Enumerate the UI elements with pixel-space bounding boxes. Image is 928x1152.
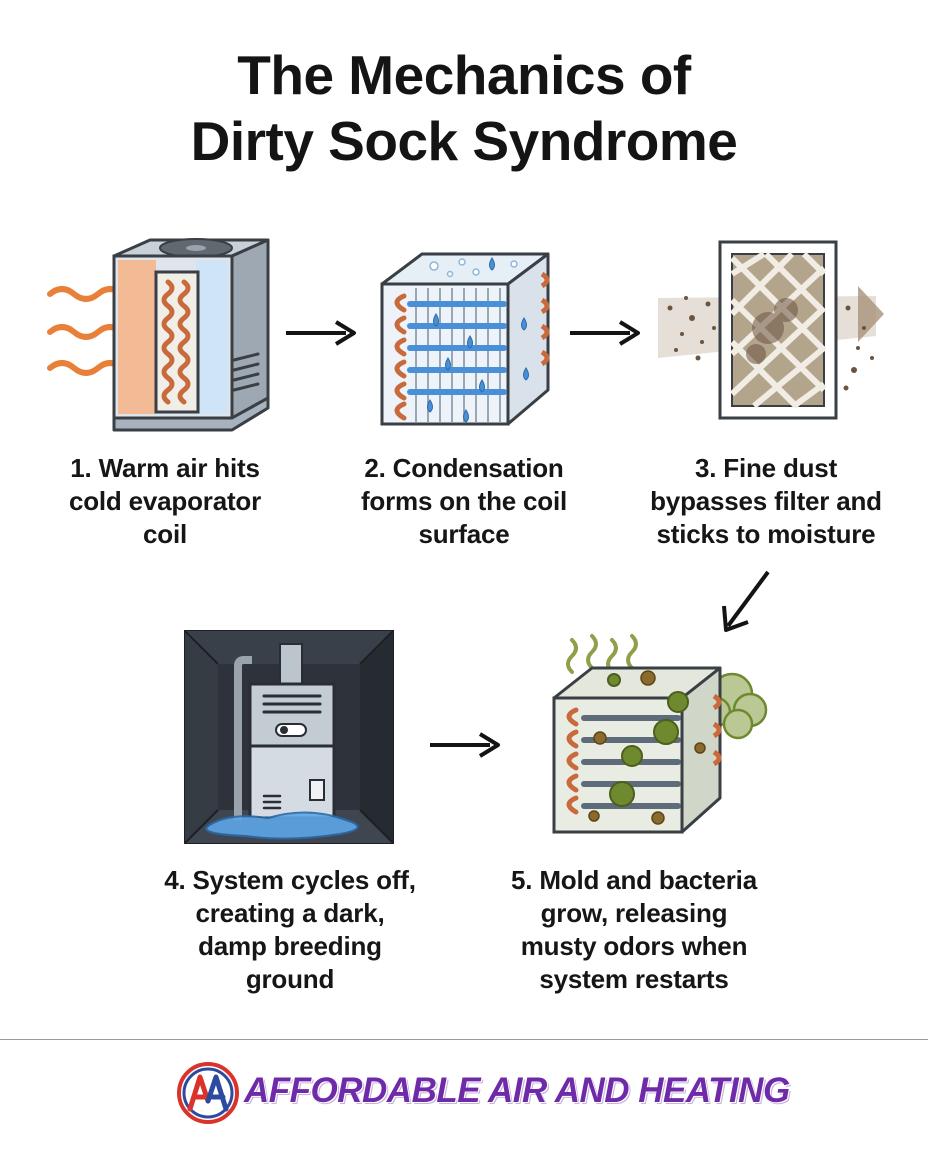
title-line-1: The Mechanics of — [237, 44, 691, 106]
footer-divider — [0, 1039, 928, 1040]
step-4-caption: 4. System cycles off, creating a dark, d… — [164, 865, 416, 994]
company-name: AFFORDABLE AIR AND HEATING — [244, 1071, 790, 1110]
title-line-2: Dirty Sock Syndrome — [190, 110, 738, 172]
step-5-caption: 5. Mold and bacteria grow, releasing mus… — [511, 865, 757, 994]
page-title: The Mechanics of Dirty Sock Syndrome — [0, 42, 928, 174]
aa-monogram-logo-icon — [177, 1062, 239, 1124]
arrow-right-icon — [286, 320, 356, 346]
step-1-caption: 1. Warm air hits cold evaporator coil — [68, 453, 262, 549]
step-2-caption: 2. Condensation forms on the coil surfac… — [360, 453, 568, 549]
ac-unit-with-warm-air-icon — [47, 238, 270, 432]
arrow-down-left-icon — [722, 570, 770, 632]
dusty-filter-icon — [658, 240, 884, 420]
company-logo: AFFORDABLE AIR AND HEATING — [176, 1061, 790, 1127]
arrow-right-icon — [570, 320, 640, 346]
wet-coil-icon — [380, 252, 550, 426]
arrow-right-icon — [430, 732, 500, 758]
furnace-in-dark-closet-icon — [184, 630, 394, 844]
moldy-coil-icon — [552, 634, 768, 834]
step-3-caption: 3. Fine dust bypasses filter and sticks … — [650, 453, 882, 549]
